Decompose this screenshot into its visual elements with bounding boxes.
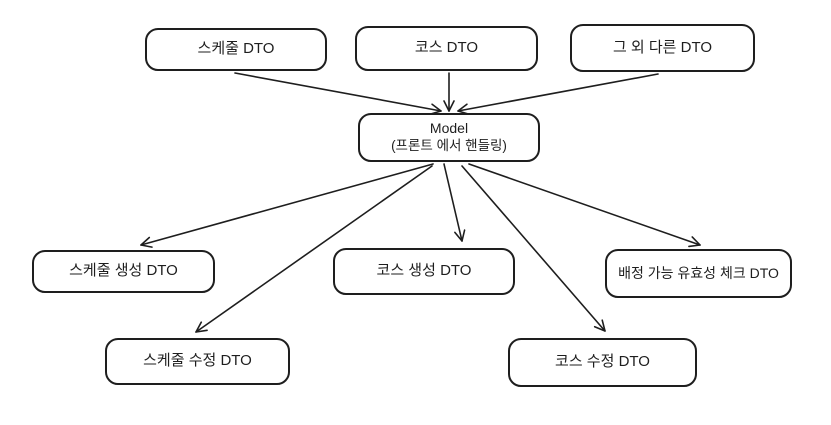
node-assign-check-dto-label: 배정 가능 유효성 체크 DTO [618, 264, 779, 281]
node-model[interactable]: Model (프론트 에서 핸들링) [358, 113, 540, 162]
node-course-update-dto[interactable]: 코스 수정 DTO [508, 338, 697, 387]
node-assign-check-dto[interactable]: 배정 가능 유효성 체크 DTO [605, 249, 792, 298]
node-schedule-update-dto[interactable]: 스케줄 수정 DTO [105, 338, 290, 385]
edge-model-to-schedule-create [140, 163, 434, 248]
node-schedule-update-dto-label: 스케줄 수정 DTO [143, 352, 252, 370]
node-course-dto-label: 코스 DTO [414, 39, 479, 57]
node-model-sublabel: (프론트 에서 핸들링) [391, 137, 507, 153]
node-model-label: Model [429, 120, 469, 137]
edge-model-to-assign-check [468, 163, 701, 248]
node-other-dto-label: 그 외 다른 DTO [612, 38, 713, 56]
node-course-update-dto-label: 코스 수정 DTO [555, 353, 650, 371]
edge-schedule-dto-to-model [234, 72, 442, 115]
node-course-create-dto[interactable]: 코스 생성 DTO [333, 248, 515, 295]
node-schedule-dto-label: 스케줄 DTO [197, 40, 275, 58]
node-other-dto[interactable]: 그 외 다른 DTO [570, 24, 755, 72]
edge-model-to-course-create [443, 163, 466, 242]
node-course-dto[interactable]: 코스 DTO [355, 26, 538, 71]
node-schedule-dto[interactable]: 스케줄 DTO [145, 28, 327, 71]
node-schedule-create-dto[interactable]: 스케줄 생성 DTO [32, 250, 215, 293]
node-schedule-create-dto-label: 스케줄 생성 DTO [69, 262, 178, 280]
node-course-create-dto-label: 코스 생성 DTO [376, 262, 472, 280]
edge-other-dto-to-model [457, 73, 659, 115]
